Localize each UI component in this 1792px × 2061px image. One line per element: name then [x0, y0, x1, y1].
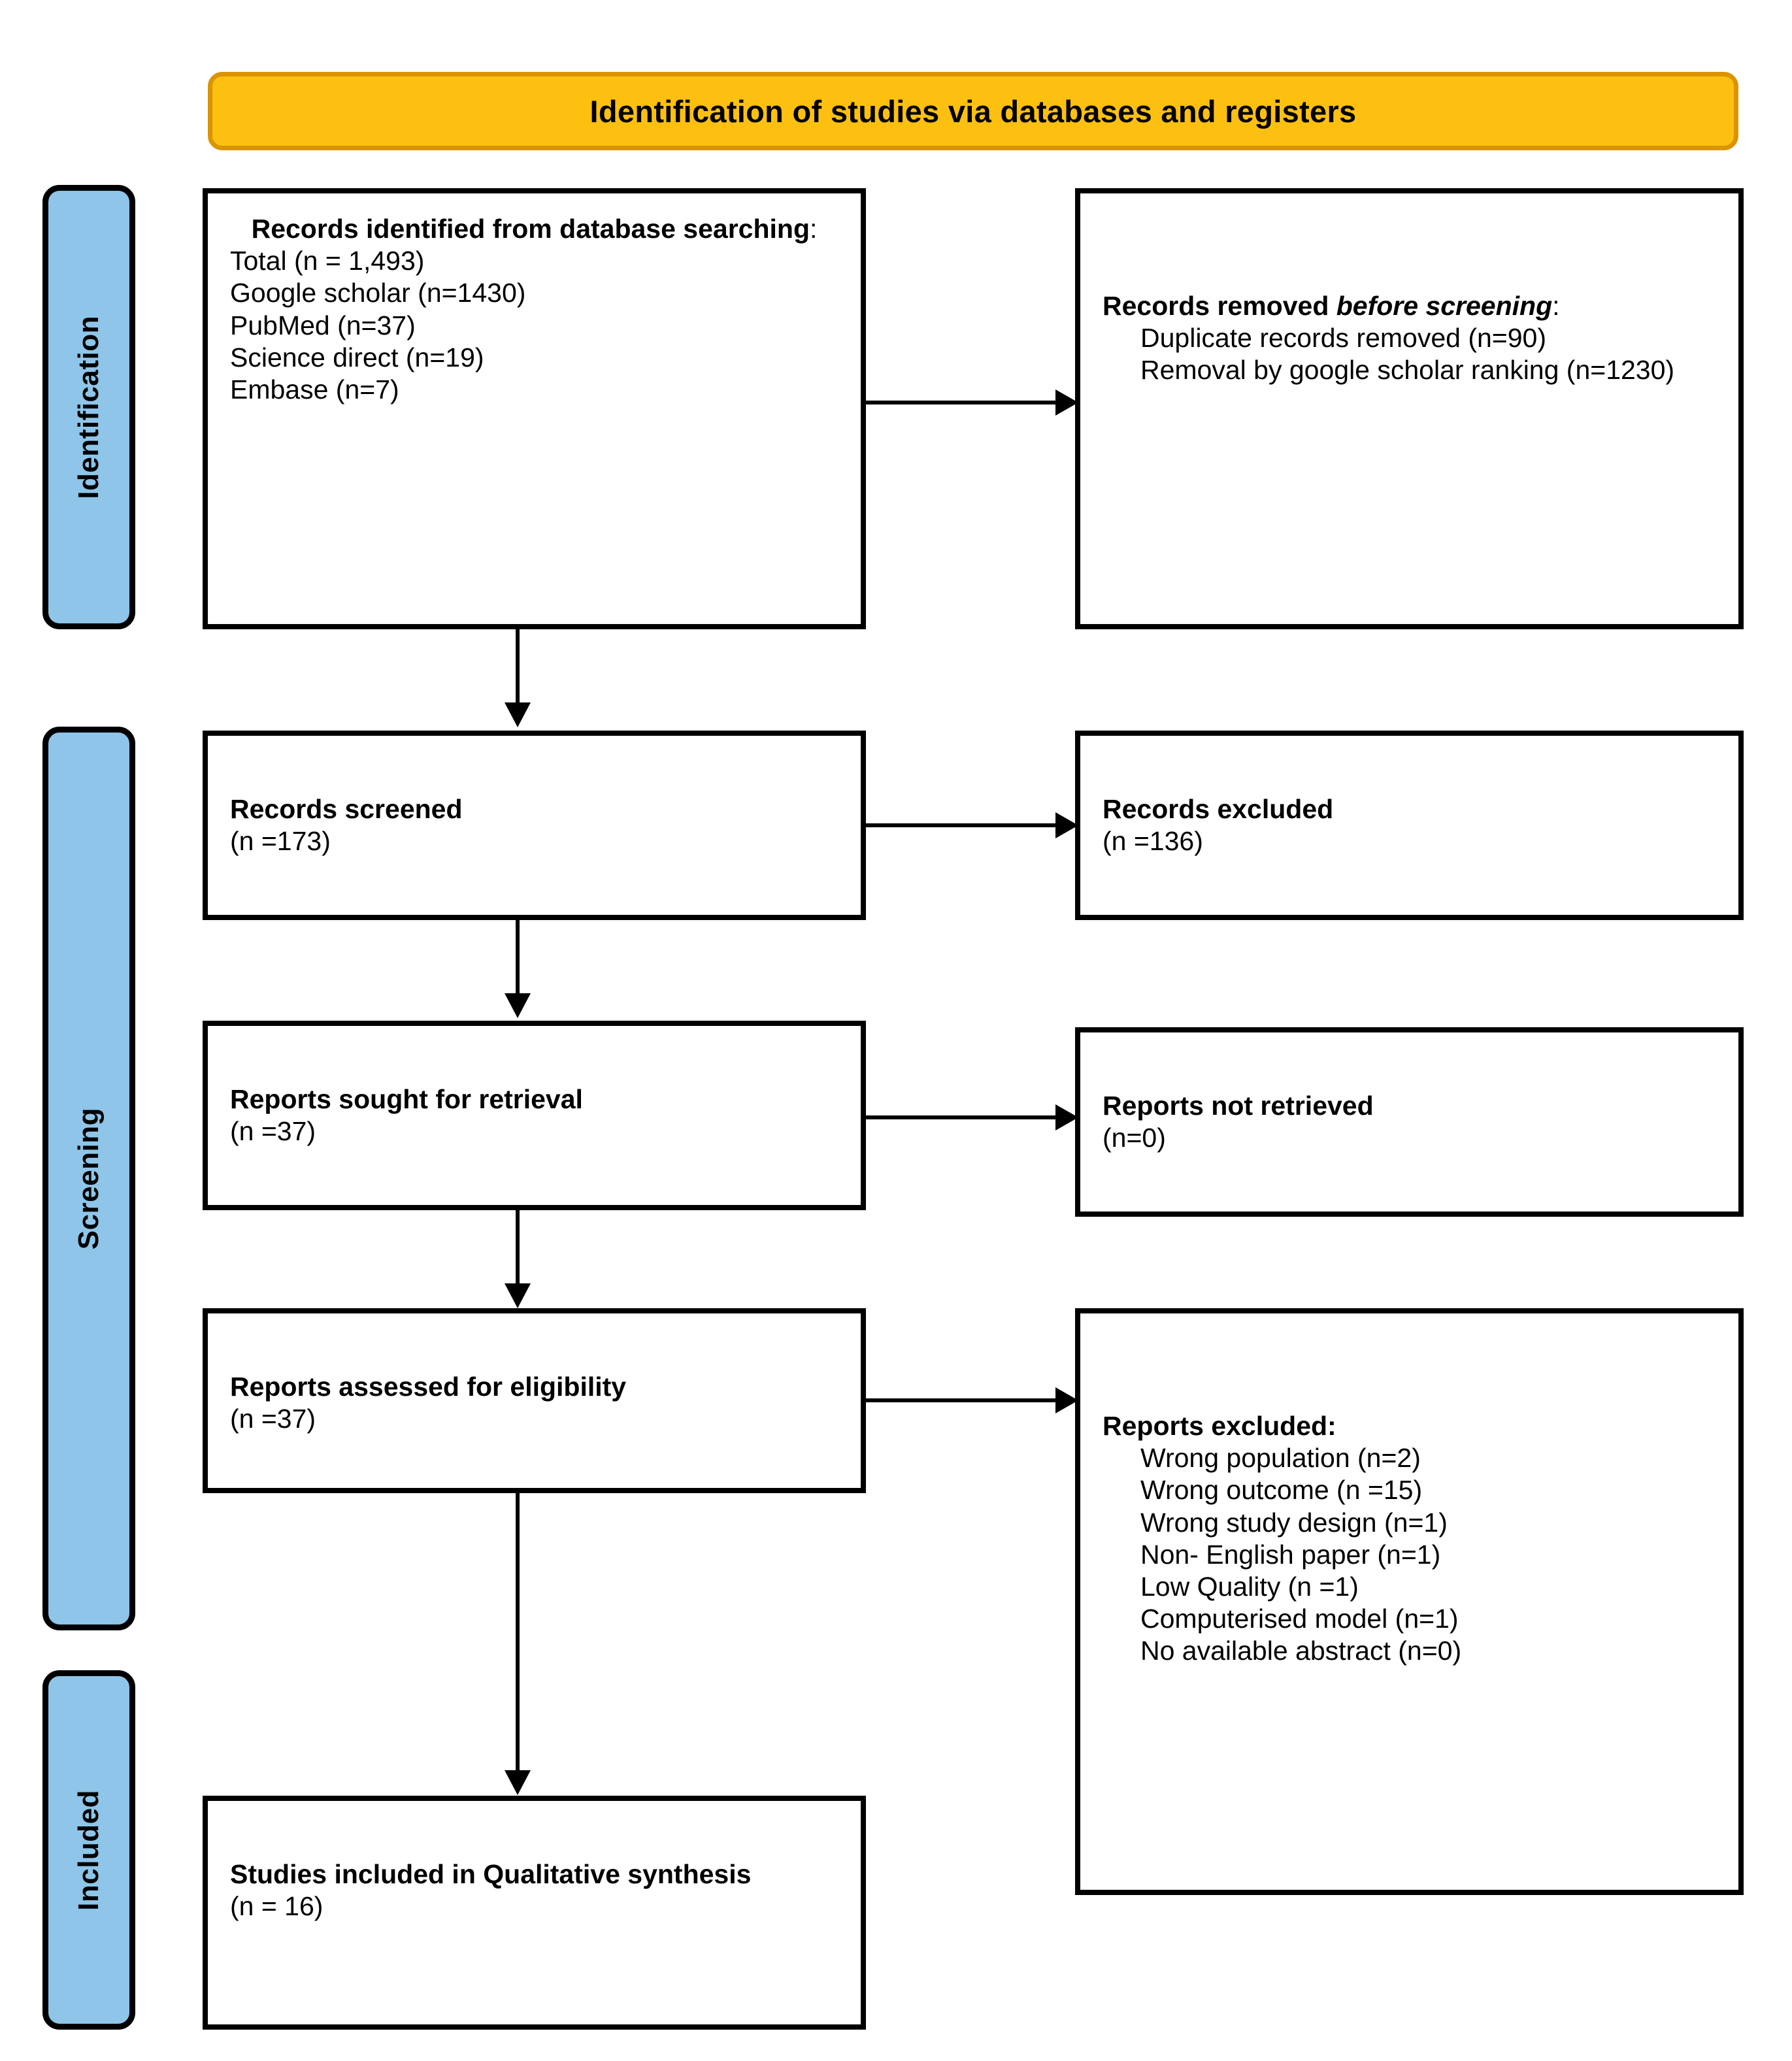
reports-excluded-reason: Wrong population (n=2): [1140, 1443, 1421, 1474]
phase-bar-included: Included: [42, 1670, 135, 2030]
reports-excluded-reason: Non- English paper (n=1): [1140, 1539, 1441, 1570]
reports-sought-count: (n =37): [230, 1116, 316, 1147]
arrow-sought-to-not-retrieved: [866, 1104, 1082, 1130]
records-identified-line: Science direct (n=19): [230, 342, 484, 372]
reports-excluded-reason: Computerised model (n=1): [1140, 1604, 1459, 1634]
reports-excluded-reason: Low Quality (n =1): [1140, 1571, 1359, 1602]
records-identified-line: Embase (n=7): [230, 374, 399, 404]
phase-bar-identification: Identification: [42, 185, 135, 629]
box-studies-included: Studies included in Qualitative synthesi…: [203, 1796, 866, 2030]
reports-excluded-reason: Wrong outcome (n =15): [1140, 1475, 1423, 1506]
arrow-identified-to-screened: [503, 629, 532, 729]
records-identified-heading: Records identified from database searchi…: [251, 214, 818, 244]
records-excluded-heading: Records excluded: [1103, 794, 1334, 824]
box-reports-not-retrieved: Reports not retrieved (n=0): [1075, 1027, 1744, 1217]
arrow-sought-to-assessed: [503, 1210, 532, 1310]
box-reports-excluded-detail: Reports excluded: Wrong population (n=2)…: [1075, 1308, 1744, 1895]
arrow-identified-to-removed: [866, 389, 1082, 416]
arrow-screened-to-excluded: [866, 812, 1082, 838]
records-identified-line: PubMed (n=37): [230, 310, 416, 340]
phase-label-screening: Screening: [73, 1107, 105, 1250]
phase-bar-screening: Screening: [42, 727, 135, 1630]
reports-excluded-reason: Wrong study design (n=1): [1140, 1507, 1448, 1538]
records-screened-heading: Records screened: [230, 794, 463, 824]
arrow-assessed-to-excluded: [866, 1387, 1082, 1413]
reports-assessed-count: (n =37): [230, 1404, 316, 1434]
box-reports-sought: Reports sought for retrieval (n =37): [203, 1021, 866, 1210]
studies-included-count: (n = 16): [230, 1891, 324, 1922]
records-removed-line: Duplicate records removed (n=90): [1140, 323, 1546, 354]
box-records-identified: Records identified from database searchi…: [203, 188, 866, 629]
phase-label-identification: Identification: [73, 315, 105, 499]
records-identified-line: Google scholar (n=1430): [230, 278, 526, 308]
arrow-assessed-to-included: [503, 1493, 532, 1797]
box-records-removed: Records removed before screening: Duplic…: [1075, 188, 1744, 629]
records-removed-heading: Records removed before screening:: [1103, 291, 1560, 321]
box-reports-assessed: Reports assessed for eligibility (n =37): [203, 1308, 866, 1493]
arrow-screened-to-sought: [503, 920, 532, 1019]
reports-not-retrieved-count: (n=0): [1103, 1123, 1166, 1153]
reports-excluded-heading: Reports excluded:: [1103, 1411, 1336, 1441]
records-excluded-count: (n =136): [1103, 826, 1203, 857]
reports-not-retrieved-heading: Reports not retrieved: [1103, 1091, 1374, 1121]
box-records-excluded: Records excluded (n =136): [1075, 731, 1744, 920]
phase-label-included: Included: [73, 1789, 105, 1911]
reports-assessed-heading: Reports assessed for eligibility: [230, 1372, 627, 1402]
records-identified-line: Total (n = 1,493): [230, 246, 425, 276]
records-screened-count: (n =173): [230, 826, 331, 857]
studies-included-heading: Studies included in Qualitative synthesi…: [230, 1859, 752, 1889]
reports-excluded-reason: No available abstract (n=0): [1140, 1636, 1462, 1666]
reports-sought-heading: Reports sought for retrieval: [230, 1084, 583, 1114]
box-records-screened: Records screened (n =173): [203, 731, 866, 920]
diagram-header-banner: Identification of studies via databases …: [208, 72, 1738, 150]
banner-title: Identification of studies via databases …: [589, 93, 1357, 129]
records-removed-line: Removal by google scholar ranking (n=123…: [1140, 355, 1675, 386]
